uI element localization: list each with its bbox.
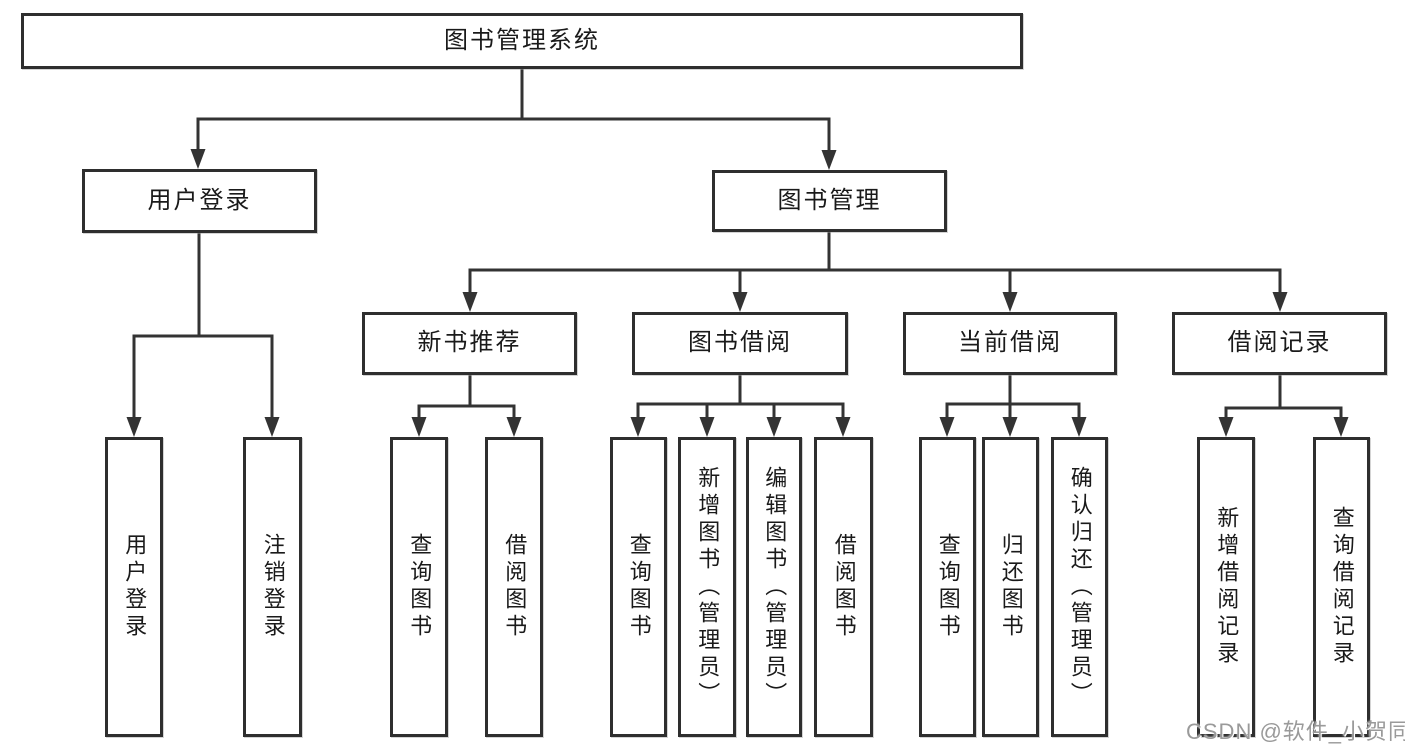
leaf-borrow-book-recommend-node: 借阅图书 xyxy=(485,437,543,737)
arrowhead xyxy=(699,417,715,437)
arrowhead xyxy=(766,417,782,437)
leaf-query-book-current-node: 查询图书 xyxy=(919,437,976,737)
watermark: CSDN @软件_小贺同学 xyxy=(1186,719,1405,744)
root-node: 图书管理系统 xyxy=(21,13,1023,69)
connector-book-borrow-to-children xyxy=(630,375,851,437)
arrowhead xyxy=(1272,292,1288,312)
arrowhead xyxy=(506,417,522,437)
arrowhead xyxy=(1002,417,1018,437)
leaf-return-book-node: 归还图书 xyxy=(982,437,1039,737)
arrowhead xyxy=(821,150,837,170)
leaf-edit-book-admin-node: 编辑图书（管理员） xyxy=(746,437,802,737)
leaf-query-borrow-record-node: 查询借阅记录 xyxy=(1313,437,1370,737)
leaf-logout-node: 注销登录 xyxy=(243,437,302,737)
arrowhead xyxy=(939,417,955,437)
leaf-query-book-recommend-node: 查询图书 xyxy=(390,437,448,737)
arrowhead xyxy=(1333,417,1349,437)
arrowhead xyxy=(1002,292,1018,312)
connector-new-book-recommend-to-children xyxy=(411,375,522,437)
book-borrow-node: 图书借阅 xyxy=(632,312,848,375)
connector-borrow-record-to-children xyxy=(1218,375,1349,437)
arrowhead xyxy=(264,417,280,437)
arrowhead xyxy=(630,417,646,437)
arrowhead xyxy=(1071,417,1087,437)
arrowhead xyxy=(1218,417,1234,437)
leaf-borrow-book-node: 借阅图书 xyxy=(814,437,873,737)
arrowhead xyxy=(835,417,851,437)
arrowhead xyxy=(126,417,142,437)
book-management-node: 图书管理 xyxy=(712,170,947,232)
leaf-query-book-borrow-node: 查询图书 xyxy=(610,437,667,737)
connector-current-borrow-to-children xyxy=(939,375,1087,437)
connector-root-to-children xyxy=(190,69,837,170)
arrowhead xyxy=(462,292,478,312)
connector-user-login-to-children xyxy=(126,233,280,437)
user-login-node: 用户登录 xyxy=(82,169,317,233)
new-book-recommend-node: 新书推荐 xyxy=(362,312,577,375)
arrowhead xyxy=(732,292,748,312)
arrowhead xyxy=(411,417,427,437)
leaf-confirm-return-admin-node: 确认归还（管理员） xyxy=(1051,437,1108,737)
arrowhead xyxy=(190,149,206,169)
connector-book-management-to-children xyxy=(462,232,1288,312)
leaf-add-borrow-record-node: 新增借阅记录 xyxy=(1197,437,1255,737)
current-borrow-node: 当前借阅 xyxy=(903,312,1117,375)
leaf-user-login-node: 用户登录 xyxy=(105,437,163,737)
borrow-record-node: 借阅记录 xyxy=(1172,312,1387,375)
leaf-add-book-admin-node: 新增图书（管理员） xyxy=(678,437,736,737)
